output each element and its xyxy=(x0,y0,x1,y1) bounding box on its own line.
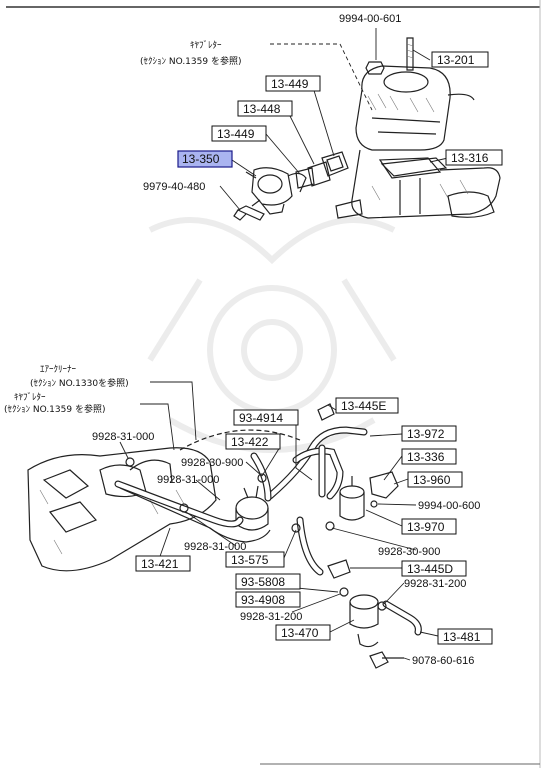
label-13-336: 13-336 xyxy=(407,450,445,464)
label-13-449-b: 13-449 xyxy=(217,127,255,141)
gasket-13-316 xyxy=(380,157,448,177)
highlight-13-350 xyxy=(177,150,233,168)
label-frames xyxy=(135,51,503,645)
bolt-9078-60-616 xyxy=(369,651,404,669)
label-13-481: 13-481 xyxy=(443,630,481,644)
fuel-filter-13-970 xyxy=(339,476,365,521)
label-13-350: 13-350 xyxy=(182,152,220,166)
label-93-4914: 93-4914 xyxy=(239,411,283,425)
label-9994-00-600: 9994-00-600 xyxy=(418,500,480,512)
label-13-960: 13-960 xyxy=(413,473,451,487)
label-9928-31-000-b: 9928-31-000 xyxy=(157,474,219,486)
stud-bolt xyxy=(406,37,414,71)
label-13-445d: 13-445D xyxy=(407,562,453,576)
label-13-449-a: 13-449 xyxy=(271,77,309,91)
label-9928-30-900-b: 9928-30-900 xyxy=(378,546,440,558)
label-13-972: 13-972 xyxy=(407,427,445,441)
label-9979-40-480: 9979-40-480 xyxy=(143,181,205,193)
carburetor-upper xyxy=(335,65,501,219)
filter-bracket xyxy=(369,471,399,508)
label-13-448: 13-448 xyxy=(243,102,281,116)
hose-clamps xyxy=(125,457,387,611)
label-13-316: 13-316 xyxy=(451,151,489,165)
label-carburetor-lower: ｷﾔﾌﾞﾚﾀｰ xyxy=(14,392,46,403)
gasket-stack xyxy=(295,151,349,189)
label-93-4908: 93-4908 xyxy=(241,593,285,607)
fuel-hoses xyxy=(114,426,422,636)
label-9928-31-000-c: 9928-31-000 xyxy=(184,541,246,553)
engine-block-outline xyxy=(27,447,217,572)
clip-13-445d xyxy=(327,559,351,579)
label-13-422: 13-422 xyxy=(231,435,269,449)
label-9928-30-900-a: 9928-30-900 xyxy=(181,457,243,469)
label-9928-31-200-a: 9928-31-200 xyxy=(404,578,466,590)
leaders-upper xyxy=(219,43,449,211)
label-air-cleaner: ｴｱｰｸﾘｰﾅｰ xyxy=(40,364,77,375)
fuel-filter-13-470 xyxy=(349,594,379,648)
label-9928-31-200-b: 9928-31-200 xyxy=(240,611,302,623)
label-carburetor-lower-ref: (ｾｸｼｮﾝ NO.1359 を参照) xyxy=(4,403,105,415)
label-13-470: 13-470 xyxy=(281,626,319,640)
nut-9994-00-601 xyxy=(365,28,385,75)
label-9078-60-616: 9078-60-616 xyxy=(412,655,474,667)
clip-13-445e xyxy=(317,403,335,421)
label-air-cleaner-ref: (ｾｸｼｮﾝ NO.1330を参照) xyxy=(30,377,129,389)
label-9928-31-000-a: 9928-31-000 xyxy=(92,431,154,443)
label-93-5808: 93-5808 xyxy=(241,575,285,589)
label-carburetor-upper: ｷﾔﾌﾞﾚﾀｰ xyxy=(190,40,222,51)
bolt-9979-40-480 xyxy=(233,205,265,221)
label-13-575: 13-575 xyxy=(231,553,269,567)
label-13-421: 13-421 xyxy=(141,557,179,571)
label-13-201: 13-201 xyxy=(437,53,475,67)
label-9994-00-601: 9994-00-601 xyxy=(339,13,401,25)
label-13-970: 13-970 xyxy=(407,520,445,534)
label-13-445e: 13-445E xyxy=(341,399,386,413)
label-carburetor-upper-ref: (ｾｸｼｮﾝ NO.1359 を参照) xyxy=(140,55,241,67)
fuel-pump xyxy=(245,167,307,215)
